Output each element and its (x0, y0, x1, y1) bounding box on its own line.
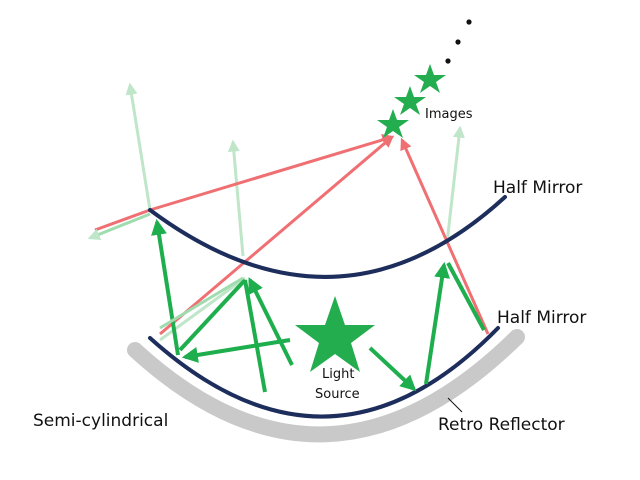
faint-green-ray (87, 212, 151, 241)
retro-reflector-band (127, 329, 525, 443)
red-ray (400, 137, 490, 335)
half-mirror-bottom-label: Half Mirror (497, 308, 586, 328)
green-ray (159, 276, 244, 330)
green-ray (178, 278, 247, 352)
image-star (394, 86, 426, 115)
retro-reflector-label: Retro Reflector (438, 415, 565, 435)
half-mirror-top (148, 195, 507, 279)
faint-green-ray (125, 82, 152, 211)
image-star (377, 109, 409, 138)
red-ray (149, 134, 395, 212)
image-star (414, 64, 446, 93)
faint-green-ray (445, 125, 465, 244)
green-ray (424, 261, 450, 385)
red-ray (94, 208, 151, 232)
faint-green-ray (227, 139, 245, 257)
green-ray (243, 279, 267, 393)
light-source-label-line1: Light (322, 367, 354, 382)
light-source-label-line2: Source (315, 387, 360, 402)
ellipsis-dot (466, 19, 472, 25)
ellipsis-dot (455, 39, 461, 45)
green-ray (151, 218, 180, 356)
half-mirror-top-label: Half Mirror (493, 178, 582, 198)
green-ray (446, 262, 486, 331)
images-label: Images (425, 107, 473, 122)
semi-cylindrical-label: Semi-cylindrical (33, 411, 168, 431)
light-source-star (295, 296, 375, 372)
green-ray (248, 277, 294, 366)
green-ray (181, 338, 291, 363)
red-ray (159, 135, 394, 336)
half-mirror-bottom (148, 326, 500, 419)
retro-reflector-leader (447, 397, 463, 413)
green-ray (368, 346, 417, 392)
ellipsis-dot (445, 58, 451, 64)
